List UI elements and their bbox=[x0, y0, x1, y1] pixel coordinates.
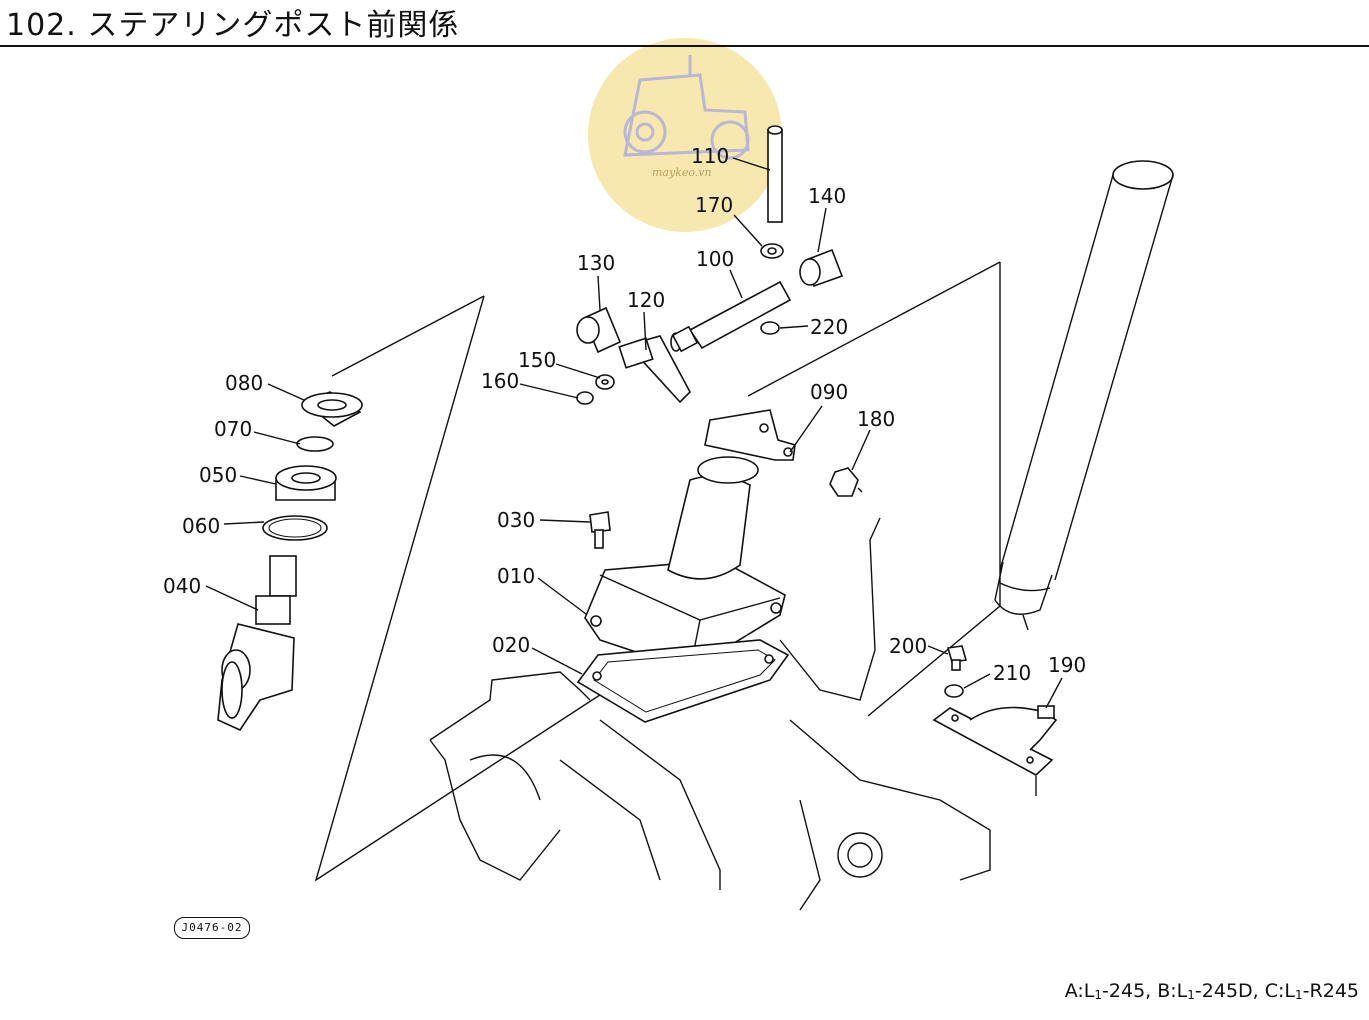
model-a-prefix: A:L bbox=[1064, 980, 1095, 1002]
part-120-shaft bbox=[618, 335, 691, 404]
model-a-sub: 1 bbox=[1094, 988, 1103, 1002]
title-underline bbox=[0, 45, 1369, 47]
frame-left-panel bbox=[314, 295, 719, 882]
model-b-suffix: -245D, bbox=[1194, 980, 1259, 1002]
model-a-suffix: -245, bbox=[1102, 980, 1152, 1002]
tractor-icon bbox=[623, 55, 750, 160]
part-060-snapring bbox=[262, 515, 328, 541]
label-220: 220 bbox=[810, 315, 848, 339]
part-160-circlip bbox=[576, 391, 594, 405]
part-180-nut bbox=[829, 467, 863, 497]
model-b-prefix: B:L bbox=[1157, 980, 1188, 1002]
page-title: 102. ステアリングポスト前関係 bbox=[6, 8, 460, 43]
label-010: 010 bbox=[497, 564, 535, 588]
steering-column-tube bbox=[994, 160, 1174, 631]
label-100: 100 bbox=[696, 247, 734, 271]
part-150-washer bbox=[595, 374, 615, 390]
label-030: 030 bbox=[497, 508, 535, 532]
part-010-housing bbox=[584, 456, 786, 671]
part-labels: 110 170 140 130 100 120 220 150 160 080 … bbox=[163, 144, 1086, 685]
watermark-circle bbox=[588, 38, 782, 232]
part-020-gasket bbox=[576, 639, 790, 723]
part-090-clamp bbox=[704, 409, 796, 461]
model-b-sub: 1 bbox=[1187, 988, 1195, 1002]
part-040-universal-joint bbox=[217, 555, 297, 732]
part-220-circlip bbox=[760, 321, 780, 335]
label-160: 160 bbox=[481, 369, 519, 393]
label-060: 060 bbox=[182, 514, 220, 538]
leader-lines bbox=[205, 157, 1063, 709]
part-190-bracket bbox=[932, 705, 1058, 796]
drawing-code: J0476-02 bbox=[174, 917, 250, 939]
label-200: 200 bbox=[889, 634, 927, 658]
transmission-case bbox=[429, 517, 991, 911]
part-170-washer bbox=[760, 243, 784, 259]
label-110: 110 bbox=[691, 144, 729, 168]
part-210-washer bbox=[944, 684, 964, 698]
model-c-sub: 1 bbox=[1295, 988, 1303, 1002]
label-080: 080 bbox=[225, 371, 263, 395]
part-200-bolt bbox=[946, 645, 968, 671]
part-110-pin bbox=[767, 125, 783, 223]
part-130-bushing bbox=[576, 306, 622, 354]
label-170: 170 bbox=[695, 193, 733, 217]
part-100-shaft bbox=[670, 280, 792, 353]
model-c-suffix: -R245 bbox=[1302, 980, 1359, 1002]
label-130: 130 bbox=[577, 251, 615, 275]
label-140: 140 bbox=[808, 184, 846, 208]
label-090: 090 bbox=[810, 380, 848, 404]
label-210: 210 bbox=[993, 661, 1031, 685]
label-070: 070 bbox=[214, 417, 252, 441]
label-020: 020 bbox=[492, 633, 530, 657]
model-c-prefix: C:L bbox=[1264, 980, 1296, 1002]
label-150: 150 bbox=[518, 348, 556, 372]
label-120: 120 bbox=[627, 288, 665, 312]
part-050-bearing bbox=[275, 465, 337, 501]
label-190: 190 bbox=[1048, 653, 1086, 677]
part-080-bearing bbox=[301, 391, 363, 427]
label-040: 040 bbox=[163, 574, 201, 598]
watermark-text: maykeo.vn bbox=[652, 166, 712, 179]
label-180: 180 bbox=[857, 407, 895, 431]
part-030-bolt bbox=[589, 511, 611, 549]
label-050: 050 bbox=[199, 463, 237, 487]
part-070-ring bbox=[296, 436, 334, 452]
model-applicability: A:L1-245, B:L1-245D, C:L1-R245 bbox=[1065, 980, 1359, 1002]
part-140-bushing bbox=[799, 248, 844, 288]
